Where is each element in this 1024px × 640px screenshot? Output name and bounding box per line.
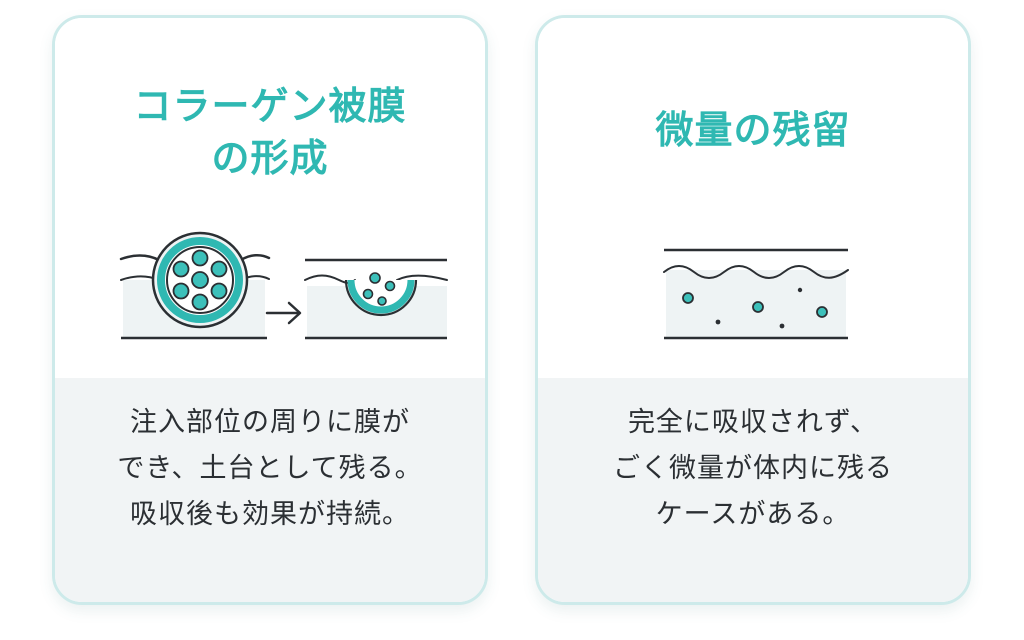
card-description-line: ケースがある。 — [655, 499, 851, 530]
particle — [191, 249, 209, 267]
particle — [172, 282, 190, 300]
dot — [779, 323, 785, 329]
trace-residue-layer-icon — [663, 248, 849, 340]
particle — [362, 288, 374, 300]
skin-line — [119, 254, 161, 262]
card-description-line: ごく微量が体内に残る — [613, 453, 893, 484]
filler-particles — [172, 249, 228, 311]
residual-membrane — [347, 279, 415, 314]
dot — [715, 319, 721, 325]
particle — [752, 301, 764, 313]
card-bottom-panel — [538, 378, 968, 602]
particle — [377, 296, 387, 306]
card-description-line: 吸収後も効果が持続。 — [130, 499, 410, 530]
card-title-line: 微量の残留 — [655, 108, 851, 152]
tissue-line — [304, 274, 356, 284]
card-title: 微量の残留 — [538, 104, 968, 156]
particle — [384, 280, 396, 292]
card-description: 注入部位の周りに膜が でき、土台として残る。 吸収後も効果が持続。 — [55, 400, 485, 538]
residue-particles — [682, 292, 828, 318]
particle — [210, 260, 228, 278]
particle — [210, 282, 228, 300]
card-collagen-capsule: コラーゲン被膜 の形成 — [52, 15, 488, 605]
dot — [797, 287, 803, 293]
card-title: コラーゲン被膜 の形成 — [55, 80, 485, 184]
particle — [172, 260, 190, 278]
particle — [191, 293, 209, 311]
collagen-capsule-forming-icon — [119, 231, 448, 340]
residual-particles — [362, 272, 396, 306]
arrow-right-icon — [265, 301, 302, 325]
tissue-line — [663, 265, 849, 279]
skin-line — [239, 254, 271, 262]
residual-outline — [344, 279, 418, 317]
particle — [682, 292, 694, 304]
particle — [816, 306, 828, 318]
tissue-line — [396, 274, 448, 281]
card-title-line: の形成 — [211, 136, 329, 180]
card-bottom-panel — [55, 378, 485, 602]
capsule-inner — [166, 246, 234, 314]
card-description: 完全に吸収されず、 ごく微量が体内に残る ケースがある。 — [538, 400, 968, 538]
card-trace-residue: 微量の残留 完全に吸収されず、 ごく微量が体内に残る ケースがある。 — [535, 15, 971, 605]
particle — [369, 272, 381, 284]
particle — [191, 271, 209, 289]
card-description-line: でき、土台として残る。 — [117, 453, 423, 484]
residue-dots — [715, 287, 803, 329]
card-description-line: 完全に吸収されず、 — [627, 407, 879, 438]
card-title-line: コラーゲン被膜 — [133, 84, 407, 128]
card-description-line: 注入部位の周りに膜が — [130, 407, 410, 438]
